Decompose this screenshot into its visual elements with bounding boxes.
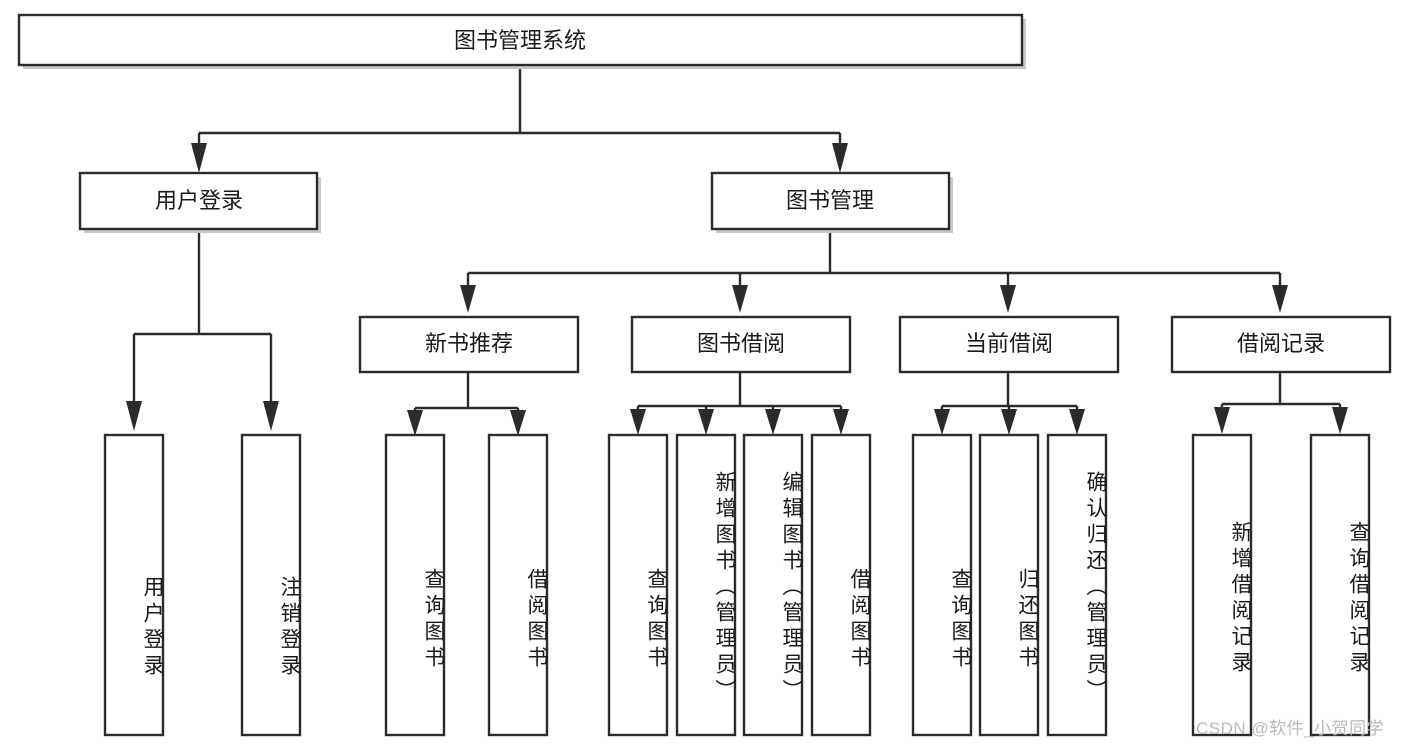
connector-layer bbox=[126, 66, 1348, 436]
node-leaf-borrow-book-1[interactable] bbox=[487, 433, 549, 737]
csdn-watermark: CSDN @软件_小贺同学 bbox=[1196, 719, 1385, 738]
arrow-to-borrow-record bbox=[1272, 285, 1288, 313]
node-leaf-query-book-2[interactable] bbox=[607, 433, 669, 737]
node-leaf-query-book-3[interactable] bbox=[911, 433, 973, 737]
node-leaf-query-book-1[interactable] bbox=[384, 433, 446, 737]
node-book-management-label: 图书管理 bbox=[786, 188, 874, 213]
node-borrow-record-label: 借阅记录 bbox=[1237, 331, 1325, 356]
node-leaf-user-login[interactable] bbox=[103, 433, 165, 737]
arrow-to-leaf-borrow-book-2 bbox=[833, 409, 849, 435]
node-leaf-add-book[interactable] bbox=[675, 433, 737, 737]
node-new-book-recommend[interactable] bbox=[358, 315, 580, 374]
node-root[interactable] bbox=[17, 13, 1024, 67]
node-book-borrow-label: 图书借阅 bbox=[697, 331, 785, 356]
node-leaf-query-record[interactable] bbox=[1309, 433, 1371, 737]
node-borrow-record[interactable] bbox=[1170, 315, 1392, 374]
arrow-to-leaf-query-record bbox=[1332, 407, 1348, 434]
node-book-management[interactable] bbox=[710, 171, 951, 231]
arrow-to-leaf-user-login bbox=[126, 401, 142, 431]
arrow-to-leaf-confirm-return bbox=[1069, 409, 1085, 435]
arrow-root-to-user-login bbox=[191, 143, 207, 173]
arrow-to-leaf-return-book bbox=[1001, 409, 1017, 435]
node-current-borrow[interactable] bbox=[898, 315, 1120, 374]
arrow-to-leaf-query-book-1 bbox=[407, 410, 423, 436]
arrow-to-current-borrow bbox=[1000, 285, 1016, 313]
arrow-to-new-book-recommend bbox=[460, 285, 476, 313]
arrow-root-to-book-management bbox=[832, 143, 848, 173]
node-leaf-borrow-book-2[interactable] bbox=[810, 433, 872, 737]
node-leaf-add-record[interactable] bbox=[1191, 433, 1253, 737]
node-new-book-recommend-label: 新书推荐 bbox=[425, 331, 513, 356]
node-leaf-user-logout[interactable] bbox=[240, 433, 302, 737]
node-root-label: 图书管理系统 bbox=[454, 28, 586, 53]
node-book-borrow[interactable] bbox=[630, 315, 852, 374]
node-user-login[interactable] bbox=[78, 171, 319, 231]
node-leaf-confirm-return[interactable] bbox=[1046, 433, 1108, 737]
arrow-to-leaf-edit-book bbox=[765, 409, 781, 435]
node-current-borrow-label: 当前借阅 bbox=[965, 331, 1053, 356]
arrow-to-leaf-query-book-3 bbox=[934, 409, 950, 435]
node-user-login-label: 用户登录 bbox=[155, 188, 243, 213]
arrow-to-leaf-query-book-2 bbox=[630, 409, 646, 435]
arrow-to-leaf-borrow-book-1 bbox=[510, 410, 526, 436]
arrow-to-leaf-add-book bbox=[698, 409, 714, 435]
node-layer: 图书管理系统 用户登录 图书管理 新书推荐 图书借阅 当前借阅 借阅记录 bbox=[17, 13, 1392, 737]
arrow-to-book-borrow bbox=[732, 285, 748, 313]
arrow-to-leaf-user-logout bbox=[263, 401, 279, 431]
node-leaf-return-book[interactable] bbox=[978, 433, 1040, 737]
node-leaf-edit-book[interactable] bbox=[742, 433, 804, 737]
arrow-to-leaf-add-record bbox=[1214, 407, 1230, 434]
